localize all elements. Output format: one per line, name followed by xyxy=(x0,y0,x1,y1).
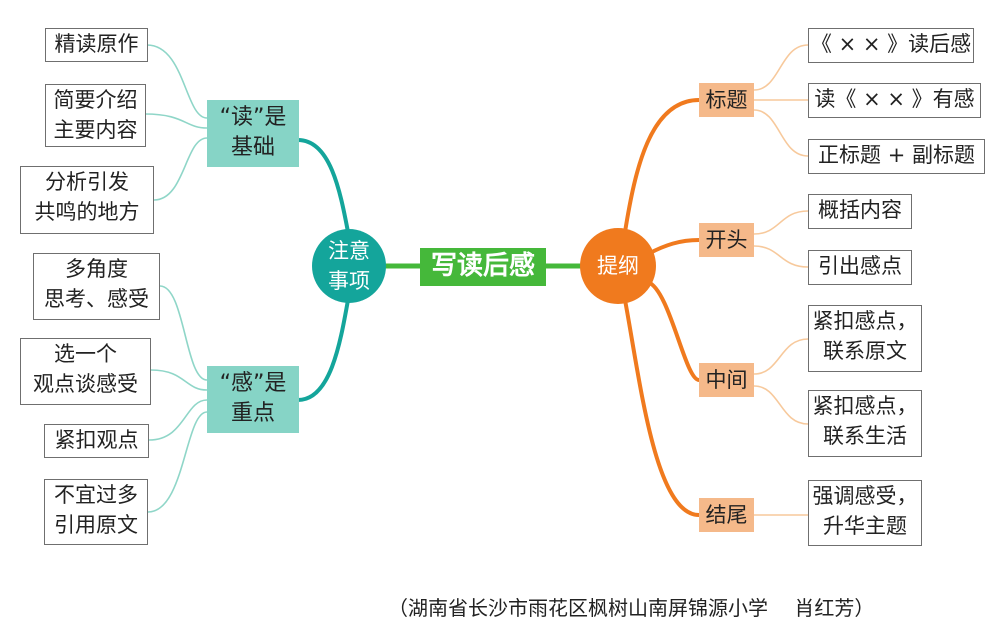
diagram-title: 写读后感 xyxy=(420,248,546,286)
leaf-text: 《 × × 》读后感 xyxy=(810,32,972,56)
leaf-text: 引用原文 xyxy=(54,513,138,537)
leaf-zheng-fu-biaoti: 正标题 + 副标题 xyxy=(808,139,985,174)
leaf-jianyao-jieshao: 简要介绍 主要内容 xyxy=(45,84,146,147)
leaf-text: 简要介绍 xyxy=(53,88,138,112)
branch-kaitou: 开头 xyxy=(699,223,754,257)
leaf-text: 联系生活 xyxy=(823,424,907,448)
leaf-text: 选一个 xyxy=(54,342,117,366)
leaf-text: 引出感点 xyxy=(818,254,902,278)
hub-text: 事项 xyxy=(328,269,370,293)
branch-text: 基础 xyxy=(230,135,275,160)
leaf-jinkou-guandian: 紧扣观点 xyxy=(44,424,149,458)
branch-text: “读”是 xyxy=(219,105,287,130)
leaf-text: 观点谈感受 xyxy=(33,372,138,396)
leaf-jingdu-yuanzuo: 精读原作 xyxy=(45,28,148,62)
leaf-duo-jiaodu: 多角度 思考、感受 xyxy=(33,253,160,320)
leaf-text: 思考、感受 xyxy=(44,287,149,311)
branch-biaoti: 标题 xyxy=(699,83,754,117)
leaf-text: 分析引发 xyxy=(45,170,129,194)
leaf-text: 强调感受， xyxy=(812,484,918,508)
leaf-text: 精读原作 xyxy=(54,32,139,56)
leaf-text: 联系原文 xyxy=(823,339,907,363)
leaf-text: 正标题 + 副标题 xyxy=(818,143,975,167)
leaf-text: 升华主题 xyxy=(823,514,907,538)
leaf-shenghua-zhuti: 强调感受， 升华主题 xyxy=(808,480,922,546)
branch-text: “感”是 xyxy=(219,371,287,396)
hub-tigang: 提纲 xyxy=(580,228,656,304)
branch-du-shi-jichu: “读”是 基础 xyxy=(207,100,299,167)
author-credit: （湖南省长沙市雨花区枫树山南屏锦源小学 肖红芳） xyxy=(388,596,875,620)
leaf-text: 共鸣的地方 xyxy=(34,200,140,224)
leaf-text: 不宜过多 xyxy=(54,483,138,507)
leaf-fenxi-gongming: 分析引发 共鸣的地方 xyxy=(20,166,154,234)
leaf-text: 多角度 xyxy=(65,257,128,281)
leaf-lianxi-yuanwen: 紧扣感点， 联系原文 xyxy=(808,305,922,372)
branch-jiewei: 结尾 xyxy=(699,498,754,532)
leaf-text: 紧扣感点， xyxy=(812,394,918,418)
leaf-text: 紧扣观点 xyxy=(54,428,139,452)
branch-zhongjian: 中间 xyxy=(699,363,754,397)
branch-gan-shi-zhongdian: “感”是 重点 xyxy=(207,366,299,433)
leaf-xuan-guandian: 选一个 观点谈感受 xyxy=(20,338,151,405)
leaf-buyi-yinyong: 不宜过多 引用原文 xyxy=(44,479,148,545)
leaf-xx-duhougan: 《 × × 》读后感 xyxy=(808,28,974,63)
leaf-lianxi-shenghuo: 紧扣感点， 联系生活 xyxy=(808,390,922,457)
leaf-du-xx-yougan: 读《 × × 》有感 xyxy=(808,83,981,118)
hub-text: 注意 xyxy=(328,239,370,263)
hub-text: 提纲 xyxy=(597,254,639,278)
hub-zhuyi-shixiang: 注意 事项 xyxy=(312,229,386,303)
leaf-text: 主要内容 xyxy=(53,118,138,142)
leaf-text: 概括内容 xyxy=(818,198,902,222)
leaf-text: 读《 × × 》有感 xyxy=(814,87,975,111)
branch-text: 重点 xyxy=(230,401,275,426)
leaf-text: 紧扣感点， xyxy=(812,309,918,333)
leaf-gaikuo-neirong: 概括内容 xyxy=(808,194,912,229)
leaf-yinchu-gandian: 引出感点 xyxy=(808,250,912,285)
